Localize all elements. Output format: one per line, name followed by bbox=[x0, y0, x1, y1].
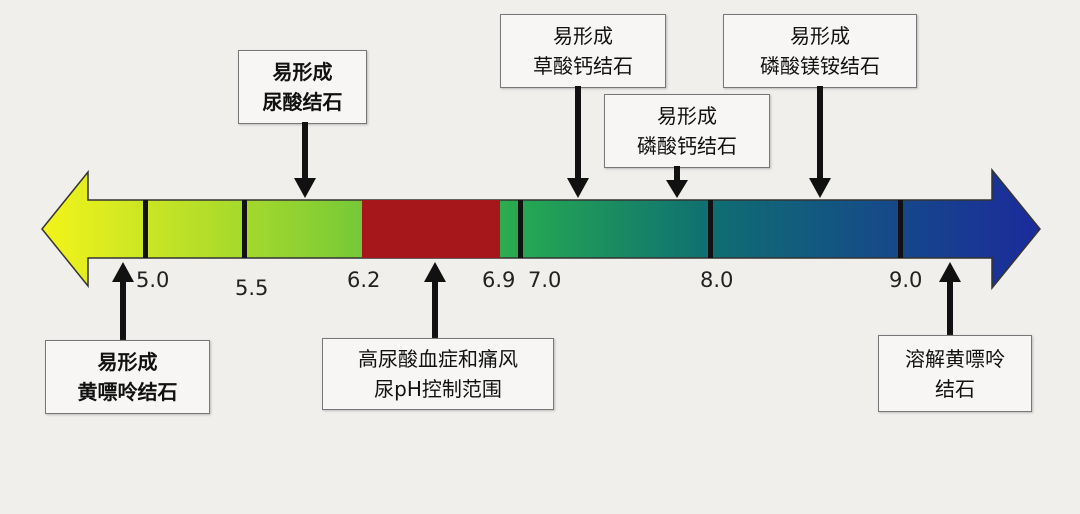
tick-label: 5.5 bbox=[235, 276, 269, 300]
arrow-shaft bbox=[575, 86, 581, 180]
tick-7-0 bbox=[518, 200, 523, 258]
label-line: 黄嘌呤结石 bbox=[77, 380, 178, 404]
arrow-down-icon bbox=[809, 178, 831, 198]
arrow-down-icon bbox=[294, 178, 316, 198]
arrow-shaft bbox=[302, 122, 308, 180]
label-line: 草酸钙结石 bbox=[533, 54, 633, 78]
label-line: 易形成 bbox=[97, 350, 158, 374]
arrow-shaft bbox=[432, 280, 438, 338]
tick-5-5 bbox=[242, 200, 247, 258]
label-line: 尿pH控制范围 bbox=[374, 377, 502, 401]
uric-acid-stone-label: 易形成 尿酸结石 bbox=[238, 50, 367, 124]
label-line: 结石 bbox=[935, 376, 975, 401]
arrow-shaft bbox=[674, 166, 680, 182]
tick-label: 6.2 bbox=[347, 268, 381, 292]
tick-label: 7.0 bbox=[528, 268, 562, 292]
tick-label: 8.0 bbox=[700, 268, 734, 292]
arrow-down-icon bbox=[666, 180, 688, 198]
tick-9-0 bbox=[898, 200, 903, 258]
tick-8-0 bbox=[708, 200, 713, 258]
dissolve-xanthine-label: 溶解黄嘌呤 结石 bbox=[878, 335, 1032, 412]
arrow-down-icon bbox=[567, 178, 589, 198]
arrow-shaft bbox=[817, 86, 823, 180]
label-line: 易形成 bbox=[790, 24, 850, 48]
label-line: 高尿酸血症和痛风 bbox=[358, 347, 518, 371]
tick-5-0 bbox=[143, 200, 148, 258]
calcium-oxalate-stone-label: 易形成 草酸钙结石 bbox=[500, 14, 666, 88]
label-line: 易形成 bbox=[553, 24, 613, 48]
gout-ph-range-band bbox=[362, 200, 500, 258]
tick-label: 6.9 bbox=[482, 268, 516, 292]
arrow-shaft bbox=[947, 280, 953, 335]
arrow-up-icon bbox=[112, 262, 134, 282]
tick-label: 5.0 bbox=[136, 268, 170, 292]
label-line: 磷酸镁铵结石 bbox=[760, 54, 880, 78]
label-line: 溶解黄嘌呤 bbox=[905, 346, 1005, 371]
label-line: 磷酸钙结石 bbox=[637, 134, 737, 158]
label-line: 易形成 bbox=[657, 104, 717, 128]
xanthine-stone-label: 易形成 黄嘌呤结石 bbox=[45, 340, 210, 414]
arrow-shaft bbox=[120, 280, 126, 340]
label-line: 易形成 bbox=[272, 60, 333, 84]
gout-ph-target-label: 高尿酸血症和痛风 尿pH控制范围 bbox=[322, 338, 554, 410]
label-line: 尿酸结石 bbox=[262, 90, 343, 114]
tick-label: 9.0 bbox=[889, 268, 923, 292]
arrow-up-icon bbox=[939, 262, 961, 282]
arrow-up-icon bbox=[424, 262, 446, 282]
calcium-phosphate-stone-label: 易形成 磷酸钙结石 bbox=[604, 94, 770, 168]
struvite-stone-label: 易形成 磷酸镁铵结石 bbox=[723, 14, 917, 88]
